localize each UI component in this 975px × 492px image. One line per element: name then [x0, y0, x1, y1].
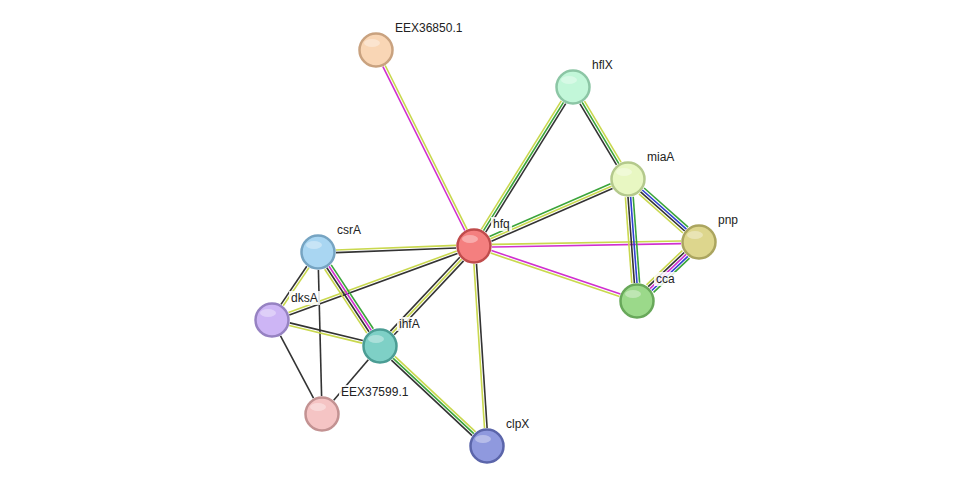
evidence-line: [474, 264, 485, 428]
evidence-line: [654, 258, 690, 292]
node-circle: [555, 69, 591, 105]
interaction-edge: [281, 336, 314, 398]
evidence-line: [325, 269, 367, 333]
node-label: csrA: [335, 223, 363, 237]
interaction-edge: [390, 257, 463, 334]
protein-node: pnp: [681, 224, 717, 260]
node-circle: [254, 302, 290, 338]
node-label: EEX36850.1: [393, 21, 464, 35]
evidence-line: [477, 264, 488, 428]
node-label: hflX: [590, 58, 615, 72]
evidence-line: [331, 265, 373, 329]
node-circle: [681, 224, 717, 260]
evidence-line: [585, 101, 622, 162]
interaction-edge: [491, 251, 621, 297]
interaction-edge: [383, 66, 467, 231]
protein-node: EEX37599.1: [304, 396, 340, 432]
evidence-line: [281, 336, 314, 398]
protein-node: hfq: [456, 228, 492, 264]
evidence-line: [336, 245, 456, 250]
node-circle: [610, 161, 646, 197]
evidence-line: [580, 104, 617, 165]
node-label: cca: [654, 272, 677, 286]
node-label: hfq: [491, 217, 512, 231]
evidence-line: [327, 268, 369, 332]
evidence-line: [394, 261, 463, 335]
interaction-edge: [490, 184, 613, 241]
node-label: miaA: [645, 150, 676, 164]
node-circle: [469, 428, 505, 464]
interaction-edge: [325, 265, 374, 333]
protein-node: cca: [619, 283, 655, 319]
node-label: EEX37599.1: [339, 385, 410, 399]
evidence-line: [290, 323, 363, 341]
evidence-line: [329, 266, 371, 330]
evidence-line: [289, 326, 362, 344]
evidence-line: [582, 102, 619, 163]
evidence-line: [641, 192, 685, 231]
protein-node: clpX: [469, 428, 505, 464]
evidence-line: [492, 251, 621, 295]
evidence-line: [648, 253, 684, 287]
node-circle: [358, 32, 394, 68]
node-circle: [456, 228, 492, 264]
evidence-line: [390, 257, 459, 331]
node-label: clpX: [504, 417, 531, 431]
protein-node: hflX: [555, 69, 591, 105]
evidence-line: [490, 184, 611, 237]
evidence-line: [491, 186, 612, 239]
protein-node: ihfA: [362, 328, 398, 364]
node-circle: [362, 328, 398, 364]
node-circle: [619, 283, 655, 319]
interaction-edge: [580, 101, 621, 165]
evidence-line: [652, 256, 688, 290]
evidence-line: [639, 194, 683, 233]
node-circle: [300, 234, 336, 270]
evidence-line: [385, 66, 467, 230]
evidence-line: [486, 104, 566, 232]
node-label: dksA: [289, 291, 320, 305]
interaction-edge: [492, 241, 681, 247]
evidence-line: [492, 189, 613, 242]
evidence-line: [642, 190, 686, 229]
evidence-line: [383, 67, 465, 231]
node-circle: [304, 396, 340, 432]
protein-node: miaA: [610, 161, 646, 197]
evidence-line: [644, 188, 688, 227]
protein-node: EEX36850.1: [358, 32, 394, 68]
evidence-line: [625, 197, 631, 283]
evidence-line: [491, 253, 620, 297]
interaction-edge: [647, 251, 690, 293]
node-label: pnp: [716, 213, 740, 227]
interaction-edge: [625, 197, 639, 284]
protein-node: csrA: [300, 234, 336, 270]
interaction-edge: [289, 323, 363, 343]
interaction-edge: [474, 264, 487, 428]
protein-node: dksA: [254, 302, 290, 338]
evidence-line: [492, 244, 681, 247]
interaction-edge: [639, 188, 688, 233]
node-label: ihfA: [397, 317, 422, 331]
evidence-line: [392, 259, 461, 333]
interaction-edge: [336, 245, 456, 252]
evidence-line: [650, 254, 686, 288]
